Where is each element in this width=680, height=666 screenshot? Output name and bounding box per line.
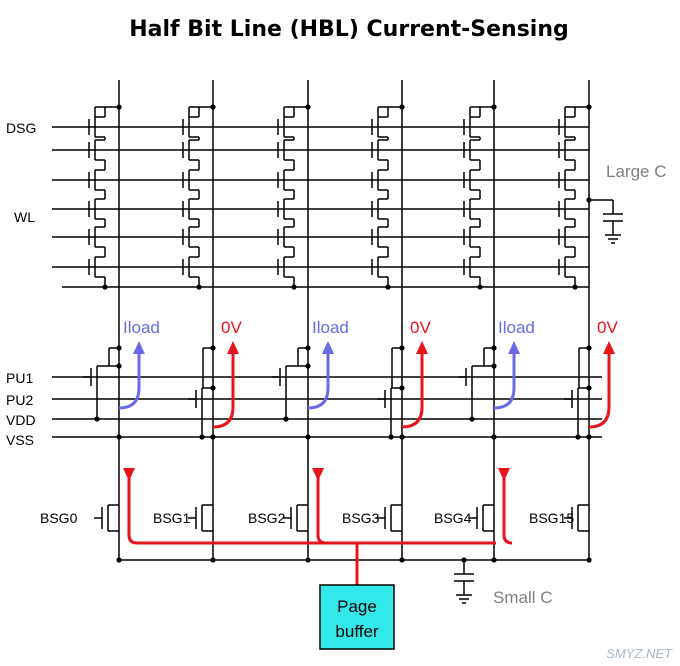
pu1-label: PU1 — [6, 370, 33, 386]
junction-dot — [388, 434, 394, 440]
junction-dot — [399, 557, 405, 563]
junction-dot — [491, 104, 497, 110]
junction-dot — [210, 557, 216, 563]
page-buffer-line2: buffer — [335, 622, 379, 641]
junction-dot — [399, 434, 405, 440]
sense-path — [502, 470, 513, 545]
junction-dot — [586, 434, 592, 440]
pu2-label: PU2 — [6, 392, 33, 408]
junction-dot — [491, 434, 497, 440]
junction-dot — [586, 557, 592, 563]
current-arrowhead — [603, 341, 615, 354]
ground-symbol — [605, 234, 621, 244]
bsg-label: BSG0 — [40, 510, 78, 526]
zero-volt-label: 0V — [221, 318, 242, 337]
current-arrowhead — [416, 341, 428, 354]
sense-path — [316, 470, 327, 545]
iload-current-path — [307, 352, 330, 410]
wire-network — [52, 80, 602, 563]
iload-label: Iload — [312, 318, 349, 337]
sense-arrowhead — [123, 468, 135, 481]
zero-volt-path — [588, 352, 611, 429]
large-c-label: Large C — [606, 162, 666, 181]
junction-dot — [469, 416, 475, 422]
current-arrowhead — [322, 341, 334, 354]
iload-current-path — [493, 352, 516, 410]
current-arrowhead — [227, 341, 239, 354]
junction-dot — [283, 416, 289, 422]
vss-label: VSS — [6, 432, 34, 448]
junction-dot — [94, 416, 100, 422]
zero-volt-path — [401, 352, 424, 429]
iload-label: Iload — [123, 318, 160, 337]
junction-dot — [210, 104, 216, 110]
page-buffer-box — [319, 584, 395, 650]
vdd-label: VDD — [6, 412, 36, 428]
junction-dot — [586, 197, 592, 203]
junction-dot — [305, 434, 311, 440]
current-paths — [118, 341, 615, 585]
iload-label: Iload — [498, 318, 535, 337]
zero-volt-label: 0V — [597, 318, 618, 337]
zero-volt-path — [212, 352, 235, 429]
bsg-label: BSG2 — [248, 510, 286, 526]
sense-arrowhead — [312, 468, 324, 481]
ground-symbol — [456, 594, 472, 604]
page-buffer-path — [137, 541, 496, 585]
junction-dot — [575, 434, 581, 440]
zero-volt-label: 0V — [410, 318, 431, 337]
dsg-label: DSG — [6, 120, 36, 136]
sense-arrowhead — [498, 468, 510, 481]
bsg-label: BSG3 — [342, 510, 380, 526]
bsg-label: BSG15 — [529, 510, 574, 526]
transistor-array — [83, 116, 589, 532]
iload-current-path — [118, 352, 141, 410]
watermark: SMYZ.NET — [606, 646, 673, 661]
junction-dot — [210, 434, 216, 440]
bsg-label: BSG1 — [153, 510, 191, 526]
dynamic-labels: Iload 0V Iload 0V Iload 0V BSG0 BSG1 BSG2 BSG3 BSG… — [40, 318, 618, 526]
junction-dot — [399, 104, 405, 110]
junction-dot — [116, 104, 122, 110]
junction-dot — [491, 557, 497, 563]
junction-dot — [305, 104, 311, 110]
sense-path — [127, 470, 138, 545]
junction-dot — [116, 557, 122, 563]
junction-dot — [586, 104, 592, 110]
small-c-label: Small C — [493, 588, 553, 607]
wl-label: WL — [14, 209, 35, 225]
junction-dot — [461, 557, 467, 563]
capacitors — [454, 197, 623, 604]
junction-dot — [305, 557, 311, 563]
page-buffer-line1: Page — [337, 597, 377, 616]
junction-dot — [199, 434, 205, 440]
junction-dot — [116, 434, 122, 440]
diagram-title: Half Bit Line (HBL) Current-Sensing — [129, 17, 569, 42]
bsg-label: BSG4 — [434, 510, 472, 526]
current-arrowhead — [508, 341, 520, 354]
current-arrowhead — [133, 341, 145, 354]
